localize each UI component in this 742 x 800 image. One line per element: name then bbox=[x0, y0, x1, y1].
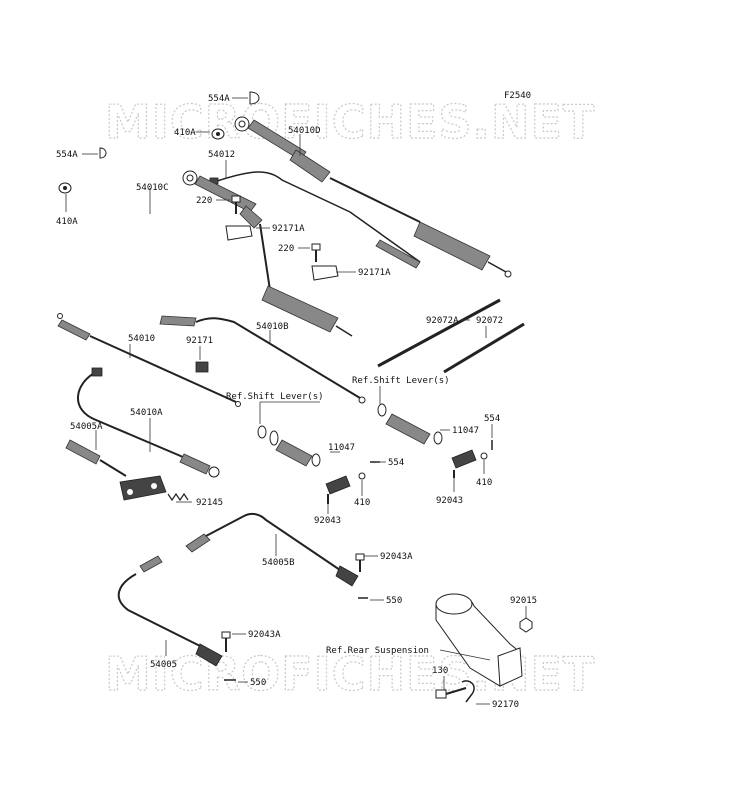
label-410-b: 410 bbox=[476, 478, 492, 488]
label-554-b: 554 bbox=[484, 414, 500, 424]
rod-end-11047-a[interactable] bbox=[325, 475, 351, 495]
label-92043A-b: 92043A bbox=[248, 630, 281, 640]
label-92145: 92145 bbox=[196, 498, 223, 508]
clamp-92171A-a[interactable] bbox=[225, 225, 253, 241]
label-92043-a: 92043 bbox=[314, 516, 341, 526]
label-92043A-a: 92043A bbox=[380, 552, 413, 562]
ref-shift-lever-left: Ref.Shift Lever(s) bbox=[226, 392, 324, 402]
label-54010B: 54010B bbox=[256, 322, 289, 332]
bolt-92043A-b[interactable] bbox=[221, 631, 231, 652]
nut-92015[interactable] bbox=[519, 617, 533, 633]
label-410A-top: 410A bbox=[174, 128, 196, 138]
label-92015: 92015 bbox=[510, 596, 537, 606]
label-554-a: 554 bbox=[388, 458, 404, 468]
clip-92170[interactable] bbox=[461, 680, 475, 703]
cable-54005A[interactable] bbox=[65, 439, 127, 477]
label-220-b: 220 bbox=[278, 244, 294, 254]
watermark-top: MICROFICHES.NET bbox=[105, 95, 595, 149]
label-54010: 54010 bbox=[128, 334, 155, 344]
cable-54005B[interactable] bbox=[185, 512, 359, 587]
label-92043-b: 92043 bbox=[436, 496, 463, 506]
label-554A-left: 554A bbox=[56, 150, 78, 160]
shift-lever-group-left[interactable] bbox=[257, 425, 321, 467]
cable-54010B[interactable] bbox=[159, 315, 366, 404]
bolt-92043A-a[interactable] bbox=[355, 553, 365, 572]
label-54012: 54012 bbox=[208, 150, 235, 160]
figure-code: F2540 bbox=[504, 91, 531, 101]
label-550-a: 550 bbox=[386, 596, 402, 606]
label-54010C: 54010C bbox=[136, 183, 169, 193]
shift-lever-group-right[interactable] bbox=[377, 403, 443, 445]
bolt-130[interactable] bbox=[435, 687, 467, 699]
rod-92072[interactable] bbox=[443, 322, 525, 374]
label-92170: 92170 bbox=[492, 700, 519, 710]
label-92072: 92072 bbox=[476, 316, 503, 326]
cable-54010A[interactable] bbox=[77, 367, 220, 478]
label-410A-left: 410A bbox=[56, 217, 78, 227]
washer-410A-top[interactable] bbox=[211, 128, 225, 140]
clamp-92171A-b[interactable] bbox=[311, 265, 339, 281]
washer-410A-left[interactable] bbox=[58, 182, 72, 194]
label-554A-top: 554A bbox=[208, 94, 230, 104]
label-550-b: 550 bbox=[250, 678, 266, 688]
label-54005A: 54005A bbox=[70, 422, 103, 432]
cable-54010[interactable] bbox=[57, 313, 241, 407]
label-220-a: 220 bbox=[196, 196, 212, 206]
leader-lines bbox=[65, 97, 527, 705]
washer-410-a[interactable] bbox=[358, 472, 366, 480]
clip-554A-left[interactable] bbox=[99, 147, 107, 159]
cable-54005[interactable] bbox=[117, 555, 223, 667]
label-11047-b: 11047 bbox=[452, 426, 479, 436]
rod-92072A[interactable] bbox=[377, 298, 501, 368]
label-92072A: 92072A bbox=[426, 316, 459, 326]
bracket-54005A[interactable] bbox=[119, 475, 167, 501]
spring-92145[interactable] bbox=[167, 492, 189, 502]
bolt-220-b[interactable] bbox=[311, 243, 321, 262]
label-92171A-a: 92171A bbox=[272, 224, 305, 234]
label-410-a: 410 bbox=[354, 498, 370, 508]
ref-rear-suspension: Ref.Rear Suspension bbox=[326, 646, 429, 656]
label-54010D: 54010D bbox=[288, 126, 321, 136]
washer-410-b[interactable] bbox=[480, 452, 488, 460]
ref-shift-lever-right: Ref.Shift Lever(s) bbox=[352, 376, 450, 386]
cable-54010C[interactable] bbox=[182, 170, 353, 337]
cable-54012[interactable] bbox=[209, 171, 421, 269]
label-130: 130 bbox=[432, 666, 448, 676]
label-11047-a: 11047 bbox=[328, 443, 355, 453]
label-92171: 92171 bbox=[186, 336, 213, 346]
bracket-92171[interactable] bbox=[195, 361, 209, 373]
label-54005: 54005 bbox=[150, 660, 177, 670]
clip-554A-top[interactable] bbox=[249, 91, 260, 105]
bolt-220-a[interactable] bbox=[231, 195, 241, 214]
cable-54010D[interactable] bbox=[234, 116, 512, 278]
label-54010A: 54010A bbox=[130, 408, 163, 418]
label-54005B: 54005B bbox=[262, 558, 295, 568]
label-92171A-b: 92171A bbox=[358, 268, 391, 278]
rod-end-11047-b[interactable] bbox=[451, 449, 477, 469]
rear-suspension-bracket[interactable] bbox=[435, 593, 523, 687]
